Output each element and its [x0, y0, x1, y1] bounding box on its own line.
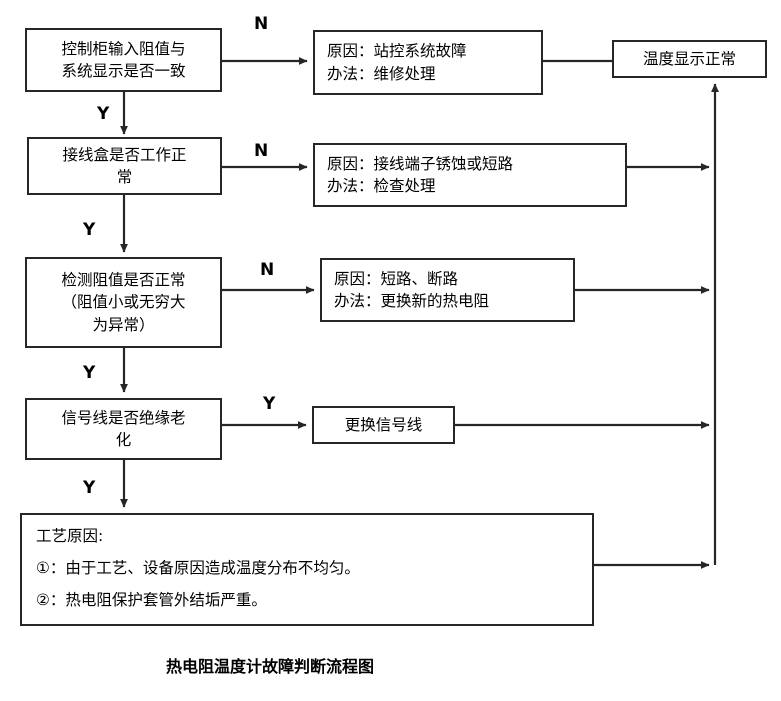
- action-box-replace-signal-line[interactable]: 更换信号线: [312, 406, 455, 444]
- decision-box-2-line-2: 常: [116, 168, 133, 186]
- edge-label-d1-no: N: [254, 14, 269, 34]
- edge-label-d3-no: N: [260, 260, 275, 280]
- cause-box-2-line-2: 办法：检查处理: [327, 177, 436, 195]
- edge-label-d4-right: Y: [263, 394, 276, 414]
- cause-box-2-line-1: 原因：接线端子锈蚀或短路: [327, 154, 514, 173]
- diagram-caption: 热电阻温度计故障判断流程图: [166, 657, 375, 676]
- decision-box-1-line-1: 控制柜输入阻值与: [61, 39, 186, 58]
- decision-box-3-line-2: （阻值小或无穷大: [61, 293, 186, 312]
- edge-label-d2-yes: Y: [83, 220, 96, 240]
- cause-box-1-line-2: 办法：维修处理: [327, 64, 436, 83]
- process-cause-box[interactable]: 工艺原因: ①：由于工艺、设备原因造成温度分布不均匀。 ②：热电阻保护套管外结垢…: [20, 513, 594, 626]
- terminal-box-normal-display[interactable]: 温度显示正常: [612, 40, 767, 78]
- decision-box-4-line-1: 信号线是否绝缘老: [61, 408, 186, 427]
- decision-box-4[interactable]: 信号线是否绝缘老 化: [25, 398, 222, 460]
- terminal-box-label: 温度显示正常: [642, 49, 736, 68]
- decision-box-1[interactable]: 控制柜输入阻值与 系统显示是否一致: [25, 28, 222, 92]
- cause-box-1[interactable]: 原因：站控系统故障 办法：维修处理: [313, 30, 543, 95]
- action-box-replace-signal-line-label: 更换信号线: [344, 415, 423, 434]
- cause-box-3-line-2: 办法：更换新的热电阻: [334, 292, 490, 310]
- cause-box-3-line-1: 原因：短路、断路: [334, 269, 459, 288]
- cause-box-2[interactable]: 原因：接线端子锈蚀或短路 办法：检查处理: [313, 143, 627, 207]
- cause-box-1-line-1: 原因：站控系统故障: [327, 42, 467, 61]
- cause-box-3[interactable]: 原因：短路、断路 办法：更换新的热电阻: [320, 258, 575, 322]
- decision-box-3[interactable]: 检测阻值是否正常 （阻值小或无穷大 为异常）: [25, 257, 222, 348]
- process-cause-item-1: ①：由于工艺、设备原因造成温度分布不均匀。: [36, 559, 360, 577]
- decision-box-4-line-2: 化: [115, 431, 132, 449]
- decision-box-3-line-3: 为异常）: [92, 315, 155, 334]
- decision-box-3-line-1: 检测阻值是否正常: [61, 270, 186, 289]
- process-cause-item-2: ②：热电阻保护套管外结垢严重。: [36, 591, 267, 609]
- decision-box-1-line-2: 系统显示是否一致: [61, 62, 186, 80]
- edge-label-d1-yes: Y: [97, 104, 110, 124]
- decision-box-2-line-1: 接线盒是否工作正: [62, 145, 187, 164]
- edge-label-d3-yes: Y: [83, 363, 96, 383]
- edge-label-d4-down: Y: [83, 478, 96, 498]
- edge-label-d2-no: N: [254, 141, 269, 161]
- process-cause-heading: 工艺原因:: [36, 527, 104, 545]
- decision-box-2[interactable]: 接线盒是否工作正 常: [27, 137, 222, 195]
